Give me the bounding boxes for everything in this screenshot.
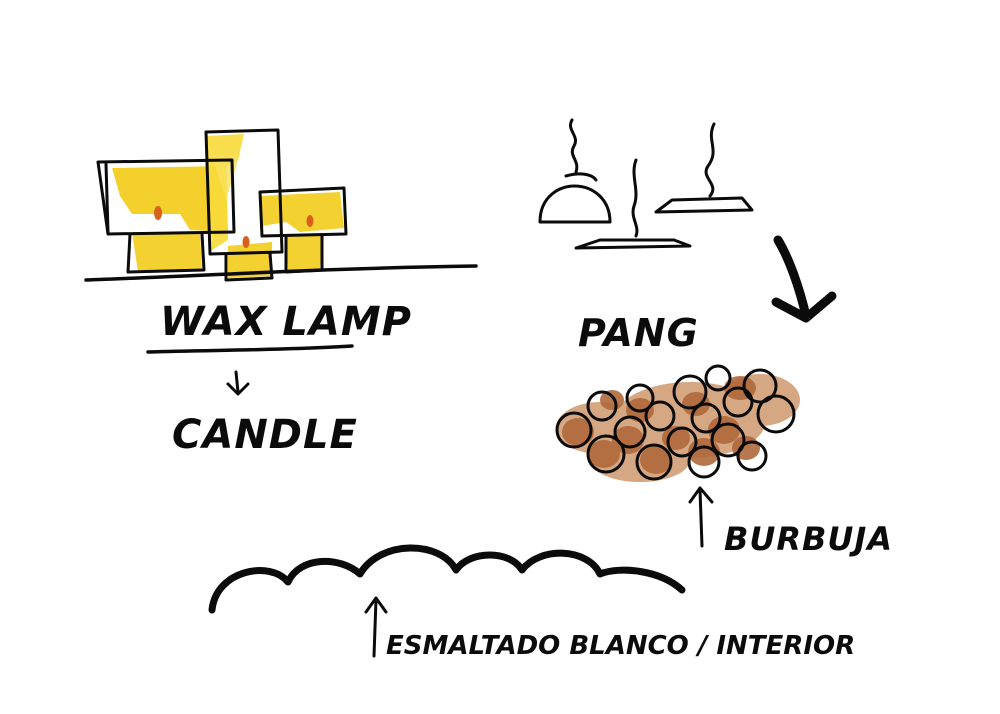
arrow-down-icon xyxy=(771,235,837,323)
arrow-up-icon xyxy=(364,596,388,658)
arrow-down-icon xyxy=(226,370,250,396)
pendant-cord-3 xyxy=(704,122,716,198)
burbuja-label: BURBUJA xyxy=(724,520,893,558)
candle-flames xyxy=(154,206,314,248)
pendant-cord-2 xyxy=(631,158,639,238)
esmaltado-scalloped-shape xyxy=(208,544,686,614)
wax-block-fills xyxy=(112,134,344,278)
pendant-lamps-illustration xyxy=(538,118,754,250)
wax-lamp-underline xyxy=(146,344,354,354)
wax-block-outlines xyxy=(96,128,348,282)
esmaltado-label: ESMALTADO BLANCO / INTERIOR xyxy=(386,631,855,661)
wax-lamp-ground-line xyxy=(84,264,478,282)
pendant-cord-1 xyxy=(569,118,579,174)
wax-lamp-label: WAX LAMP xyxy=(160,299,412,345)
burbuja-bubble-cluster xyxy=(555,364,800,482)
candle-label: CANDLE xyxy=(172,412,358,458)
pang-label: PANG xyxy=(578,311,699,355)
wax-lamp-illustration xyxy=(84,128,478,282)
arrow-up-icon xyxy=(688,486,714,548)
